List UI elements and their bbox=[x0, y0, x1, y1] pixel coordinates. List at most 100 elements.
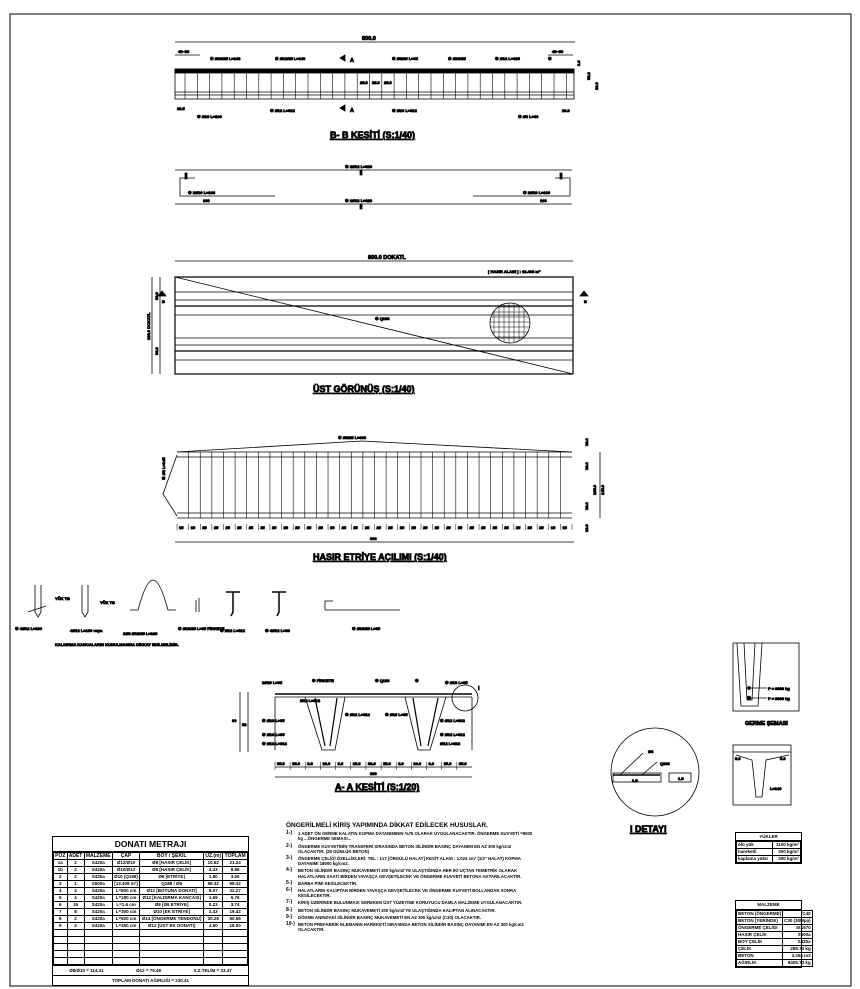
bb-section-mark-top: A bbox=[350, 58, 354, 64]
rebar-detail: ⑧ 2Ø12 L=820 ⑦ 2Ø10 L=160 ⑦ 2Ø10 L=160 ⑧… bbox=[175, 164, 572, 210]
table-cell: S500a bbox=[83, 880, 113, 888]
table-cell: S420a bbox=[83, 901, 113, 909]
note-number: 1-) bbox=[286, 830, 293, 837]
bb-rebar-label: ① Ø12 L=812 bbox=[270, 108, 296, 113]
bar-shape-label: ⑦ Ø10/25 L=95 FİRKETE bbox=[178, 626, 225, 631]
germe-load: P = 8000 kg bbox=[768, 696, 790, 701]
aa-rebar-label: ⑦ Ø10 L=95 bbox=[262, 732, 285, 737]
bar-shape-label: 4Ø12 L=130 veya bbox=[70, 628, 103, 633]
stirrup-spacing: 25 bbox=[225, 525, 230, 530]
aa-rebar-label: ② Ø12 L=812 bbox=[440, 732, 466, 737]
table-cell: kaplama yükü bbox=[736, 855, 773, 863]
aa-dim: 10.0 bbox=[322, 761, 331, 766]
bar-shapes: ⑤ 4Ø12 L=100 4Ø12 L=130 veya 2Ø8 Ø10/25 … bbox=[15, 579, 400, 647]
note-number: 2-) bbox=[286, 842, 293, 849]
note-text: BETON SİLİNDİR BASINÇ MUKAVEMETİ 300 kg/… bbox=[298, 907, 496, 913]
table-cell: BETON (YERİNDE) bbox=[735, 917, 784, 925]
bb-end-dim-right: 45~50 bbox=[552, 49, 564, 54]
table-cell: L=180 cm bbox=[111, 894, 141, 902]
i-detail-title: I DETAYI bbox=[630, 824, 667, 834]
table-cell: S420a bbox=[83, 908, 113, 916]
aa-dim: 35.0 bbox=[459, 761, 468, 766]
table-cell: 3 bbox=[53, 880, 68, 888]
detail-label: ⑦ 2Ø10 L=160 bbox=[188, 190, 216, 195]
table-cell: AĞIRLIK bbox=[735, 959, 784, 967]
bb-total-length: 800.0 bbox=[362, 36, 376, 42]
stirrup-spacing: 25 bbox=[435, 525, 440, 530]
table-cell: 10.62 bbox=[203, 859, 224, 867]
stirrup-label-left: ③ Ø8 L=145 bbox=[161, 457, 166, 480]
i-detail-label: Q188 bbox=[660, 761, 671, 766]
weight-sum-label: Ø8/Ø10 = bbox=[69, 968, 89, 973]
note-item: 8-) BETON SİLİNDİR BASINÇ MUKAVEMETİ 300 … bbox=[286, 906, 536, 913]
bb-rebar-label: ⑨ Ø10 L=100 bbox=[197, 114, 223, 119]
bb-height: 52.0 bbox=[586, 71, 591, 80]
table-cell: 6.76 bbox=[222, 894, 248, 902]
detail-label: ⑧ 2Ø12 L=820 bbox=[345, 164, 373, 169]
stirrup-spacing: 25 bbox=[365, 525, 370, 530]
table-cell: 1a bbox=[53, 859, 68, 867]
stirrup-spacing: 25 bbox=[307, 525, 312, 530]
top-section-mark: B bbox=[584, 299, 587, 304]
weight-sum-value: 114.31 bbox=[90, 968, 104, 973]
table-cell: 3.60 bbox=[222, 873, 248, 881]
table-row: BETON (ÖNGERME)C40 bbox=[735, 910, 813, 918]
aa-rebar-label: ③ Q188 bbox=[375, 678, 390, 683]
table-cell: L=1.6 cm bbox=[111, 901, 141, 909]
note-text: ÖNGERME KUVVETİNİN TRANSFERİ SIRASINDA B… bbox=[298, 843, 512, 854]
weight-sum: Ø12 = 79.48 bbox=[136, 966, 161, 975]
table-cell: 4 bbox=[66, 922, 85, 930]
loads-title: YÜKLER bbox=[736, 833, 801, 841]
bb-rebar-label: ④ Ø12 L=815 bbox=[495, 56, 521, 61]
note-number: 6-) bbox=[286, 887, 293, 894]
table-cell: 60.56 bbox=[222, 915, 248, 923]
weight-sum: Ø8/Ø10 = 114.31 bbox=[69, 966, 103, 975]
aa-dim: 35.0 bbox=[277, 761, 286, 766]
table-cell: 4 bbox=[66, 887, 85, 895]
t-detail-dim: L=140 bbox=[770, 786, 782, 791]
table-cell: C30 (30Mpa) bbox=[782, 917, 813, 925]
bb-height: 3.0 bbox=[576, 60, 581, 66]
table-cell: S420a bbox=[83, 894, 113, 902]
table-cell: 18.00 bbox=[222, 922, 248, 930]
stirrup-spacing: 25 bbox=[458, 525, 463, 530]
t-detail-dim: 5.0 bbox=[780, 756, 786, 761]
table-cell: 1b bbox=[53, 866, 68, 874]
note-text: BETON PREFABRİK ELEMANIN HAREKETİ SIRASI… bbox=[298, 922, 524, 933]
table-cell: 2 bbox=[66, 859, 85, 867]
note-item: 9-)DÖKME ANINDAKİ SİLİNDİR BASINÇ MUKAVE… bbox=[286, 914, 536, 920]
mesh-label: ③ Q188 bbox=[375, 316, 390, 321]
table-cell: L=820 cm bbox=[111, 915, 141, 923]
germe-diagram: P = 8000 kg P = 8000 kg GERME ŞEMASI bbox=[732, 642, 800, 727]
table-cell: Ø8 [HASIR ÇELİK] bbox=[139, 859, 205, 867]
note-number: 8-) bbox=[286, 906, 293, 913]
table-cell: 2 bbox=[66, 915, 85, 923]
stirrup-right-dim: 10.0 bbox=[584, 501, 589, 510]
table-cell: 2 bbox=[66, 873, 85, 881]
table-cell: Ø8 [HASIR ÇELİK] bbox=[139, 866, 205, 874]
aa-rebar-label: Ø12 L=812 bbox=[300, 698, 321, 703]
table-cell: 3.74 bbox=[222, 901, 248, 909]
aa-rebar-label: ② Ø12 L=812 bbox=[262, 741, 288, 746]
stirrup-total: 800 bbox=[370, 536, 377, 541]
aa-dim: 15.0 bbox=[444, 761, 453, 766]
construction-notes: ÖNGERİLMELİ KİRİŞ YAPIMINDA DİKKAT EDİLE… bbox=[286, 822, 536, 934]
bb-rebar-label: ⑨ bbox=[548, 56, 552, 61]
stirrup-spacing: 25 bbox=[260, 525, 265, 530]
aa-rebar-label: ⑥ Ø10 L=95 bbox=[445, 680, 468, 685]
note-text: HALATLARIN KALIPTAN BİRDEN YAVAŞÇA GEVŞE… bbox=[298, 888, 517, 899]
note-text: 1 ADET ÖN GERME KALATIN KOPMA DAYANIMINI… bbox=[298, 831, 533, 842]
table-cell: S420a bbox=[83, 887, 113, 895]
table-cell: Ø12/Ø10 bbox=[111, 859, 141, 867]
note-item: 6-) HALATLARIN KALIPTAN BİRDEN YAVAŞÇA GE… bbox=[286, 887, 536, 899]
table-cell: 8 bbox=[53, 915, 68, 923]
